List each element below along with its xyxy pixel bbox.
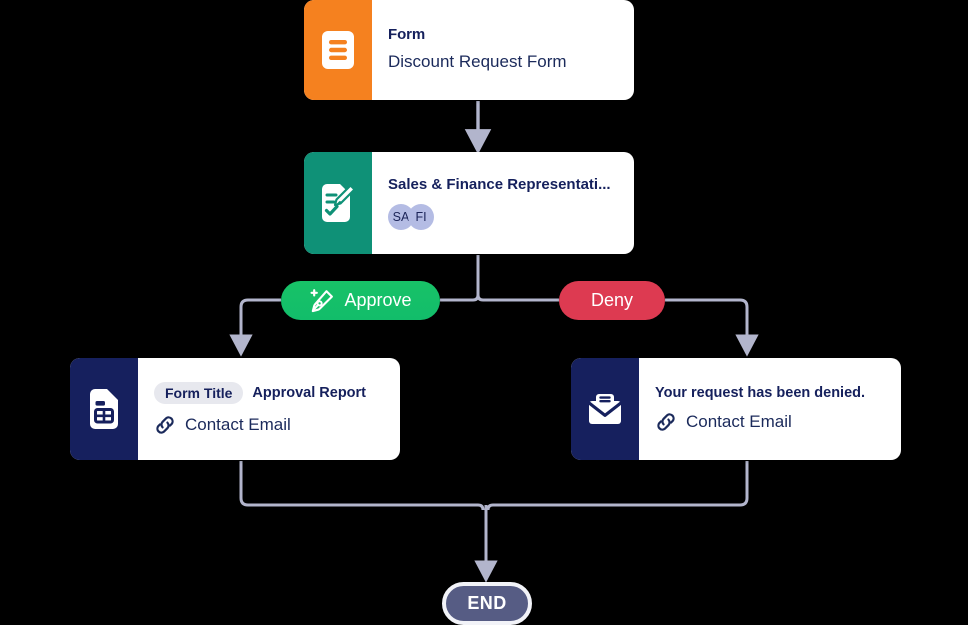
contact-email-label: Contact Email (686, 412, 792, 431)
form-title-row: Form Title Approval Report (154, 382, 384, 404)
avatar[interactable]: FI (408, 203, 434, 230)
end-terminator[interactable]: END (442, 582, 532, 625)
email-envelope-icon (571, 358, 639, 460)
form-document-icon (304, 0, 372, 100)
branch-deny-button[interactable]: Deny (559, 281, 665, 320)
denied-message: Your request has been denied. (655, 385, 866, 401)
form-title-chip: Form Title (154, 382, 244, 404)
signature-approval-icon (304, 152, 372, 254)
node-request-denied-body: Your request has been denied. Contact Em… (639, 358, 901, 460)
form-title-value: Approval Report (252, 385, 367, 401)
branch-approve-button[interactable]: Approve (281, 281, 440, 320)
link-chain-icon (154, 414, 176, 436)
node-form-title: Form (388, 26, 426, 44)
node-form[interactable]: Form Discount Request Form (304, 0, 634, 100)
node-approval-title: Sales & Finance Representati... (388, 176, 611, 194)
edge-split-left-stub (440, 294, 480, 302)
node-form-subtitle: Discount Request Form (388, 51, 567, 71)
node-approval-body: Sales & Finance Representati... SA FI (372, 152, 634, 254)
edge-approval-to-split (476, 255, 484, 302)
signature-pen-plus-icon (309, 288, 335, 314)
contact-email-row[interactable]: Contact Email (655, 411, 885, 433)
edge-denied-to-merge (486, 461, 749, 511)
edge-deny-to-denied (665, 298, 759, 357)
branch-approve-label: Approve (344, 290, 412, 310)
node-approval[interactable]: Sales & Finance Representati... SA FI (304, 152, 634, 254)
end-label: END (467, 593, 507, 613)
node-approval-report-body: Form Title Approval Report Contact Email (138, 358, 400, 460)
edge-report-to-merge (239, 461, 485, 511)
node-form-body: Form Discount Request Form (372, 0, 634, 100)
node-request-denied[interactable]: Your request has been denied. Contact Em… (571, 358, 901, 460)
contact-email-row[interactable]: Contact Email (154, 414, 384, 436)
contact-email-label: Contact Email (185, 415, 291, 434)
report-document-icon (70, 358, 138, 460)
link-chain-icon (655, 411, 677, 433)
assignee-avatars: SA FI (388, 203, 618, 230)
node-approval-report[interactable]: Form Title Approval Report Contact Email (70, 358, 400, 460)
edge-approve-to-report (229, 298, 281, 357)
branch-deny-label: Deny (590, 290, 634, 310)
